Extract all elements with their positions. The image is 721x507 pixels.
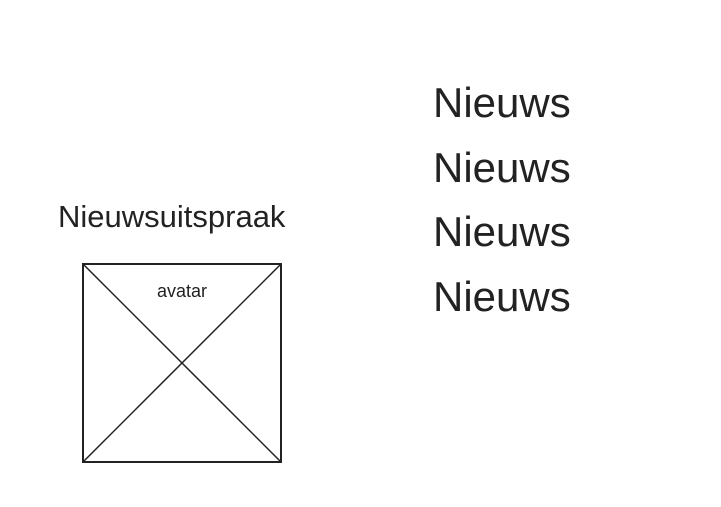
news-item[interactable]: Nieuws [433,208,571,255]
news-item[interactable]: Nieuws [433,79,571,126]
news-item[interactable]: Nieuws [433,272,571,320]
news-item[interactable]: Nieuws [433,143,571,191]
image-placeholder-icon [82,263,282,463]
nieuwsuitspraak-heading: Nieuwsuitspraak [58,199,286,234]
news-list: Nieuws Nieuws Nieuws Nieuws [433,71,571,329]
avatar-placeholder: avatar [82,263,282,463]
avatar-label: avatar [156,281,208,301]
